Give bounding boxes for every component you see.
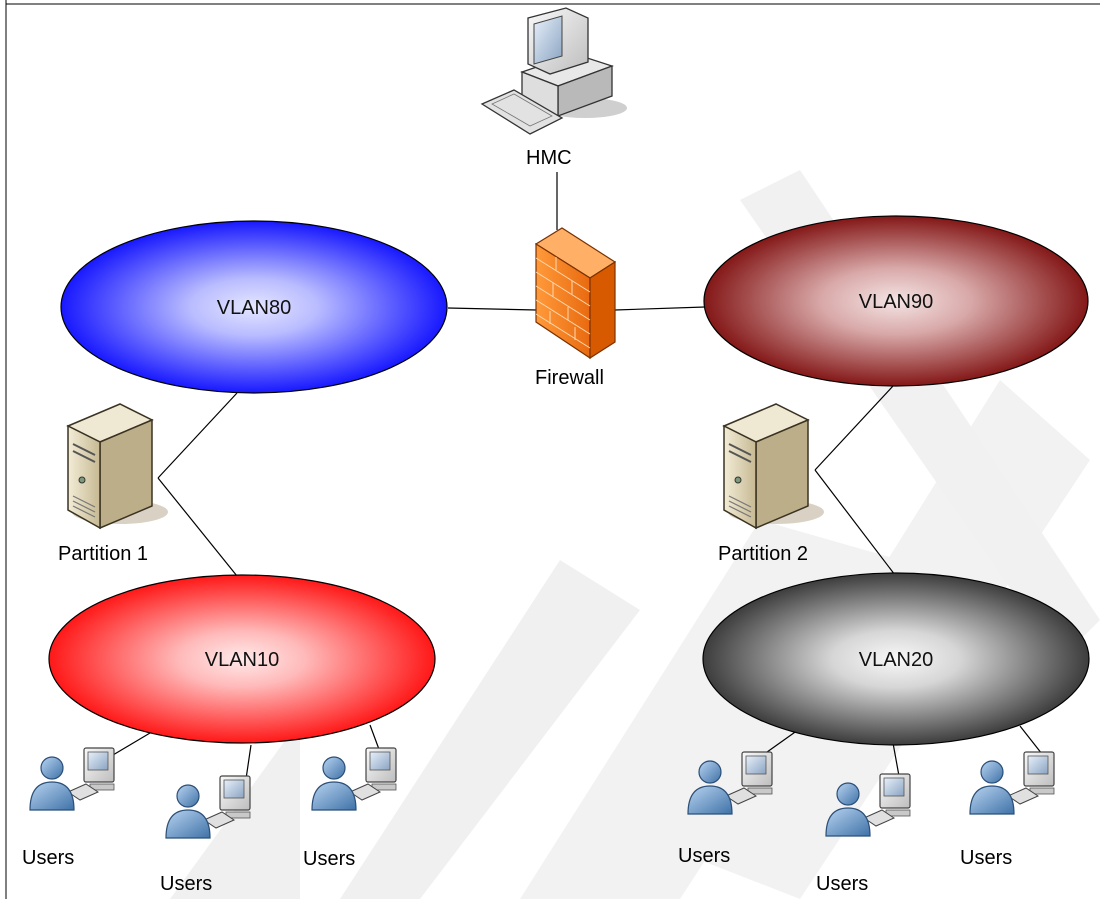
link-vlan20-user6 [1019,725,1043,755]
link-firewall-vlan90 [614,306,706,311]
hmc-label: HMC [526,147,572,169]
link-vlan10-user1 [112,732,151,756]
vlan90-network[interactable]: VLAN90 [703,215,1089,387]
link-vlan20-user5 [892,742,900,777]
users-label: Users [303,848,355,870]
user-group-5[interactable]: Users [816,773,911,895]
brick-firewall-icon [534,227,617,360]
user-group-1[interactable]: Users [22,747,115,869]
user-group-3[interactable]: Users [303,747,397,870]
connection-lines [112,172,1043,780]
partition2-label: Partition 2 [718,543,808,565]
partition2-node[interactable]: Partition 2 [718,403,825,565]
user-workstation-icon [29,747,115,811]
partition1-node[interactable]: Partition 1 [58,403,169,565]
vlan20-label: VLAN20 [859,649,934,671]
user-group-6[interactable]: Users [960,751,1055,869]
link-partition2-vlan20 [814,469,896,576]
partition1-label: Partition 1 [58,543,148,565]
tower-server-icon [67,403,169,529]
users-label: Users [816,873,868,895]
vlan80-network[interactable]: VLAN80 [60,220,448,394]
link-vlan90-partition2 [814,385,894,471]
firewall-node[interactable]: Firewall [534,227,617,389]
users-label: Users [22,847,74,869]
link-vlan80-partition1 [157,392,238,479]
vlan10-network[interactable]: VLAN10 [48,574,436,744]
user-group-2[interactable]: Users [160,775,251,895]
users-label: Users [160,873,212,895]
desktop-computer-icon [480,7,627,135]
user-workstation-icon [311,747,397,811]
hmc-node[interactable]: HMC [480,7,627,169]
tower-server-icon [723,403,825,529]
link-vlan10-user2 [245,744,252,780]
link-vlan80-firewall [447,307,537,311]
vlan90-label: VLAN90 [859,291,934,313]
users-label: Users [960,847,1012,869]
users-label: Users [678,845,730,867]
firewall-label: Firewall [535,367,604,389]
vlan10-label: VLAN10 [205,649,280,671]
user-group-4[interactable]: Users [678,751,773,867]
user-workstation-icon [969,751,1055,815]
vlan80-label: VLAN80 [217,297,292,319]
link-partition1-vlan10 [157,477,238,577]
vlan20-network[interactable]: VLAN20 [702,572,1090,746]
